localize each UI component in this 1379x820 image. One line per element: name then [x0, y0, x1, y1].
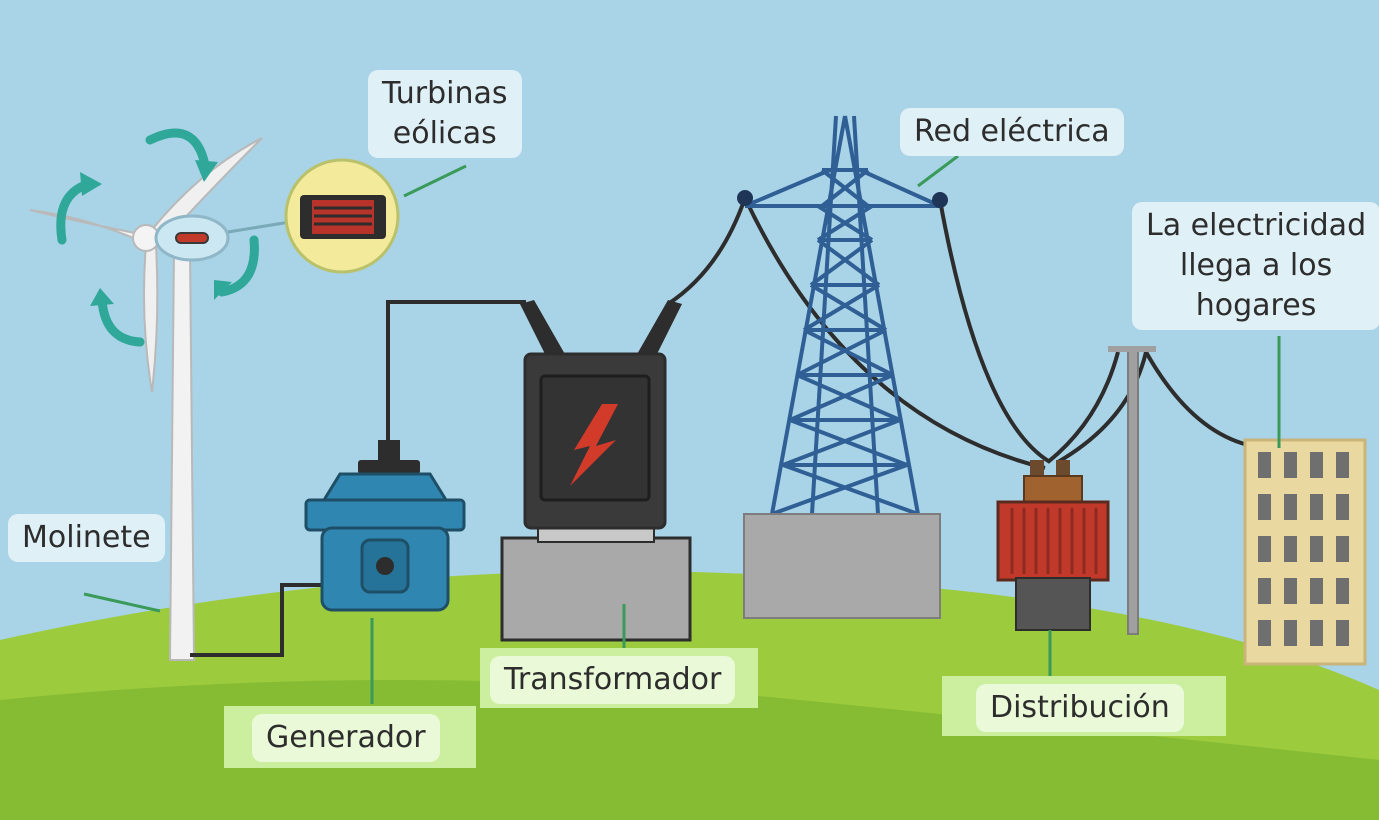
- distribution-transformer: [996, 460, 1110, 631]
- building-window: [1310, 578, 1323, 604]
- building-window: [1258, 494, 1271, 520]
- apartment-building: [1243, 438, 1367, 666]
- label-hogares-line1: La electricidad: [1146, 208, 1367, 243]
- building-window: [1336, 536, 1349, 562]
- generator: [304, 440, 466, 612]
- building-window: [1310, 536, 1323, 562]
- building-window: [1258, 620, 1271, 646]
- building-window: [1336, 452, 1349, 478]
- building-window: [1284, 452, 1297, 478]
- wind-turbine: [29, 128, 263, 661]
- label-turbinas-line1: Turbinas: [382, 76, 508, 111]
- building-window: [1310, 494, 1323, 520]
- rotation-arrows-icon: [56, 128, 259, 347]
- building-window: [1258, 452, 1271, 478]
- building-window: [1336, 620, 1349, 646]
- tower-base: [743, 513, 941, 619]
- label-pointers: [83, 154, 1281, 704]
- label-red-electrica: Red eléctrica: [900, 108, 1124, 156]
- utility-pole: [1108, 346, 1156, 635]
- building-window: [1310, 452, 1323, 478]
- label-turbinas-line2: eólicas: [392, 116, 497, 151]
- label-hogares-line2: llega a los: [1179, 248, 1333, 283]
- transformer: [500, 300, 692, 642]
- blade-down: [143, 242, 159, 393]
- building-window: [1284, 494, 1297, 520]
- blade-up: [148, 137, 263, 242]
- label-transformador: Transformador: [490, 656, 736, 704]
- label-generador: Generador: [252, 714, 440, 762]
- label-hogares: La electricidad llega a los hogares: [1132, 202, 1379, 330]
- power-cables: [190, 197, 1249, 657]
- turbine-tower: [168, 249, 196, 661]
- building-window: [1284, 578, 1297, 604]
- building-window: [1284, 620, 1297, 646]
- transmission-tower: [744, 115, 941, 516]
- building-window: [1336, 578, 1349, 604]
- label-turbinas-eolicas: Turbinas eólicas: [368, 70, 522, 158]
- building-window: [1258, 536, 1271, 562]
- lightning-icon: [570, 404, 618, 486]
- building-window: [1310, 620, 1323, 646]
- label-hogares-line3: hogares: [1195, 288, 1317, 323]
- label-distribucion: Distribución: [976, 684, 1184, 732]
- building-window: [1284, 536, 1297, 562]
- blade-left: [29, 209, 144, 244]
- building-window: [1336, 494, 1349, 520]
- label-molinete: Molinete: [8, 514, 165, 562]
- building-window: [1258, 578, 1271, 604]
